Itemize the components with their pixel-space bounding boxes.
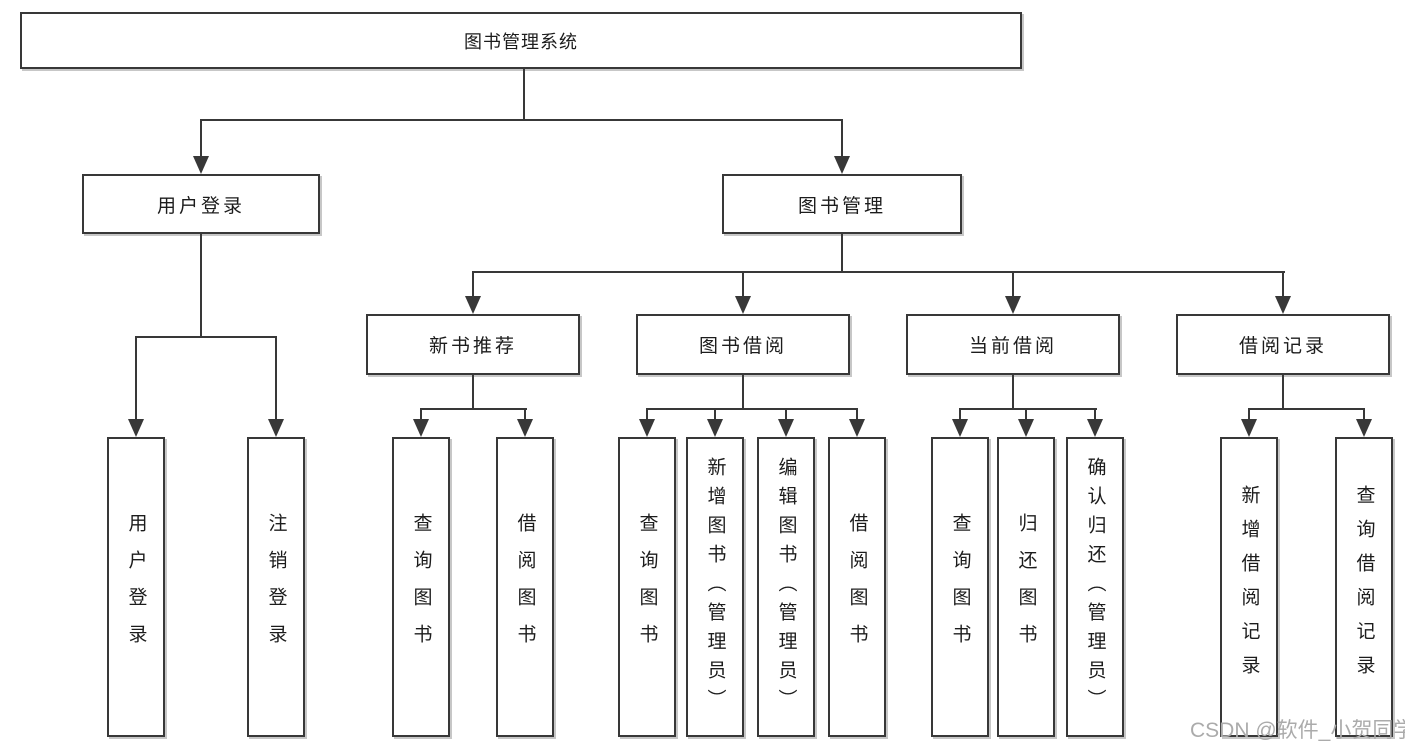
arrow-to-book-borrow (735, 296, 751, 314)
node-book-management-label: 图书管理 (797, 195, 886, 217)
leaf-edit-book-admin: 编辑图书（管理员） (757, 437, 815, 737)
arrow-to-borrow-records (1275, 296, 1291, 314)
connector-borrow-records-branch (1248, 408, 1365, 410)
connector-stub-confirm-return (1094, 408, 1096, 419)
arrow-to-edit-book (778, 419, 794, 437)
leaf-borrow-books-1-label: 借阅图书 (514, 513, 536, 661)
arrow-to-query-borrow-record (1356, 419, 1372, 437)
connector-current-borrow-drop (1012, 375, 1014, 410)
connector-stub-return-book (1025, 408, 1027, 419)
node-borrow-records: 借阅记录 (1176, 314, 1390, 375)
connector-stub-add-book (714, 408, 716, 419)
node-new-book-recommend: 新书推荐 (366, 314, 580, 375)
connector-stub-borrow-books-2 (856, 408, 858, 419)
leaf-query-books-3: 查询图书 (931, 437, 989, 737)
node-root: 图书管理系统 (20, 12, 1022, 69)
connector-borrow-records-drop (1282, 375, 1284, 410)
leaf-query-books-2-label: 查询图书 (636, 513, 658, 661)
node-new-book-recommend-label: 新书推荐 (428, 336, 517, 357)
connector-stub-query-books-2 (646, 408, 648, 419)
node-book-borrow-label: 图书借阅 (698, 336, 787, 357)
arrow-to-leaf-user-login (128, 419, 144, 437)
node-current-borrow: 当前借阅 (906, 314, 1120, 375)
connector-stub-current-borrow (1012, 271, 1014, 296)
connector-stub-query-borrow-record (1363, 408, 1365, 419)
arrow-to-confirm-return (1087, 419, 1103, 437)
connector-stub-leaf-user-login (135, 336, 137, 419)
node-user-login: 用户登录 (82, 174, 320, 234)
connector-stub-user-login (200, 119, 202, 156)
leaf-query-borrow-record: 查询借阅记录 (1335, 437, 1393, 737)
arrow-to-borrow-books-2 (849, 419, 865, 437)
arrow-to-query-books-1 (413, 419, 429, 437)
arrow-to-add-borrow-record (1241, 419, 1257, 437)
connector-user-login-drop (200, 234, 202, 338)
connector-book-management-branch (472, 271, 1285, 273)
connector-root-drop (523, 69, 525, 121)
leaf-user-login: 用户登录 (107, 437, 165, 737)
leaf-edit-book-admin-label: 编辑图书（管理员） (775, 456, 797, 718)
watermark-text: CSDN @软件_小贺同学 (1190, 719, 1405, 742)
node-borrow-records-label: 借阅记录 (1238, 336, 1327, 357)
connector-stub-borrow-books-1 (524, 408, 526, 419)
connector-stub-new-book (472, 271, 474, 296)
leaf-query-borrow-record-label: 查询借阅记录 (1353, 485, 1375, 689)
leaf-query-books-3-label: 查询图书 (949, 513, 971, 661)
node-current-borrow-label: 当前借阅 (968, 336, 1057, 357)
leaf-confirm-return-admin: 确认归还（管理员） (1066, 437, 1124, 737)
leaf-return-book: 归还图书 (997, 437, 1055, 737)
leaf-add-borrow-record-label: 新增借阅记录 (1238, 485, 1260, 689)
arrow-to-book-management (834, 156, 850, 174)
connector-stub-query-books-3 (959, 408, 961, 419)
node-root-label: 图书管理系统 (464, 31, 578, 52)
connector-stub-query-books-1 (420, 408, 422, 419)
connector-root-branch (200, 119, 843, 121)
connector-stub-book-management (841, 119, 843, 156)
node-book-borrow: 图书借阅 (636, 314, 850, 375)
connector-new-book-branch (420, 408, 527, 410)
arrow-to-user-login (193, 156, 209, 174)
node-user-login-label: 用户登录 (156, 195, 245, 217)
connector-stub-borrow-records (1282, 271, 1284, 296)
connector-user-login-branch (135, 336, 277, 338)
leaf-borrow-books-2: 借阅图书 (828, 437, 886, 737)
arrow-to-add-book (707, 419, 723, 437)
leaf-confirm-return-admin-label: 确认归还（管理员） (1084, 456, 1106, 718)
leaf-add-borrow-record: 新增借阅记录 (1220, 437, 1278, 737)
arrow-to-return-book (1018, 419, 1034, 437)
leaf-add-book-admin-label: 新增图书（管理员） (704, 456, 726, 718)
leaf-borrow-books-1: 借阅图书 (496, 437, 554, 737)
leaf-logout: 注销登录 (247, 437, 305, 737)
arrow-to-new-book (465, 296, 481, 314)
arrow-to-query-books-2 (639, 419, 655, 437)
connector-stub-edit-book (785, 408, 787, 419)
connector-book-borrow-branch (646, 408, 858, 410)
leaf-logout-label: 注销登录 (265, 513, 287, 661)
connector-book-borrow-drop (742, 375, 744, 410)
connector-book-management-drop (841, 234, 843, 273)
connector-current-borrow-branch (959, 408, 1097, 410)
leaf-query-books-1-label: 查询图书 (410, 513, 432, 661)
connector-stub-book-borrow (742, 271, 744, 296)
arrow-to-borrow-books-1 (517, 419, 533, 437)
leaf-borrow-books-2-label: 借阅图书 (846, 513, 868, 661)
connector-stub-add-borrow-record (1248, 408, 1250, 419)
connector-stub-leaf-logout (275, 336, 277, 419)
leaf-query-books-1: 查询图书 (392, 437, 450, 737)
leaf-return-book-label: 归还图书 (1015, 513, 1037, 661)
leaf-query-books-2: 查询图书 (618, 437, 676, 737)
node-book-management: 图书管理 (722, 174, 962, 234)
arrow-to-query-books-3 (952, 419, 968, 437)
arrow-to-current-borrow (1005, 296, 1021, 314)
arrow-to-leaf-logout (268, 419, 284, 437)
leaf-add-book-admin: 新增图书（管理员） (686, 437, 744, 737)
connector-new-book-drop (472, 375, 474, 410)
leaf-user-login-label: 用户登录 (125, 513, 147, 661)
